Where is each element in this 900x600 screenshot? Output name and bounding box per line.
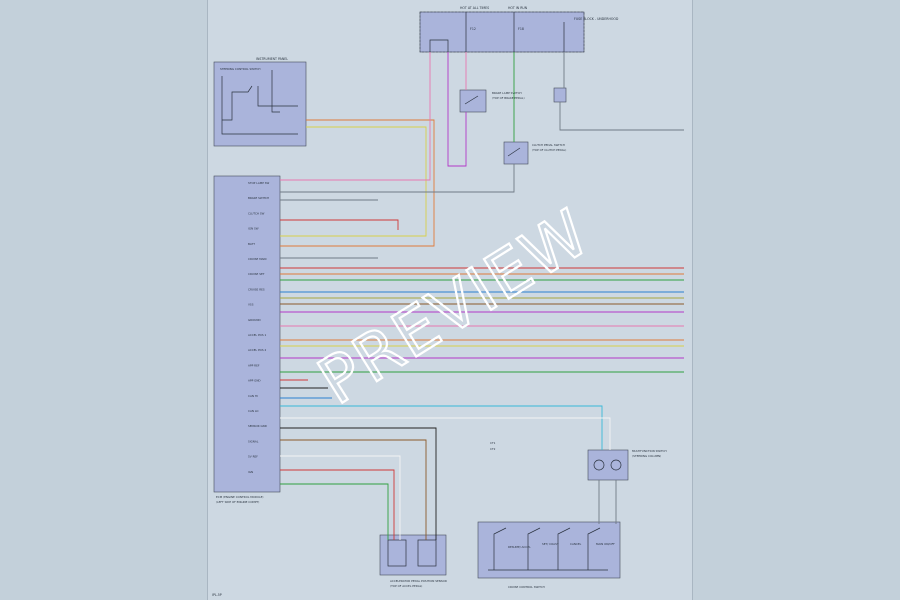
- ecm-pin-label: ACCEL POS 2: [248, 348, 267, 352]
- multifunction-title: MULTIFUNCTION SWITCH: [632, 449, 667, 453]
- wire-white: [280, 417, 611, 450]
- wire-cyan: [280, 405, 603, 450]
- instrument-panel-box: [213, 61, 307, 147]
- sheet-code: IPL-5P: [212, 593, 222, 597]
- cruise-label-main: MAIN ON/OFF: [596, 542, 615, 546]
- cruise-switch-contacts: [488, 527, 608, 571]
- cruise-label-set: SET/ COAST: [542, 542, 559, 546]
- ecm-title: ECM (ENGINE CONTROL MODULE): [216, 495, 264, 499]
- wire-gray: [559, 102, 684, 131]
- cruise-label-resume: RESUME/ ACCEL: [508, 545, 531, 549]
- clutch-switch-note: (TOP OF CLUTCH PEDAL): [532, 148, 566, 152]
- cruise-switch-box: [477, 521, 621, 579]
- brake-lamp-switch-contact: [464, 95, 479, 105]
- fuse-block-border: [419, 11, 585, 53]
- wire-black: [280, 427, 437, 540]
- fuse-label-2: F18: [518, 27, 524, 31]
- fuse-block-title: FUSE BLOCK - UNDERHOOD: [574, 17, 619, 21]
- ecm-pin-label: ACCEL POS 1: [248, 333, 267, 337]
- instrument-panel-internal: [221, 70, 298, 135]
- ecm-pin-label: IGN: [248, 470, 253, 474]
- instrument-panel-title: INSTRUMENT PANEL: [256, 57, 288, 61]
- ecm-pin-label: SENSOR GND: [248, 424, 267, 428]
- ecm-pin-label: CAN LO: [248, 409, 259, 413]
- accel-sensor-note: (TOP OF ACCEL PEDAL): [390, 584, 422, 588]
- wire-pink: [280, 52, 431, 181]
- accel-sensor-title: ACCELERATOR PEDAL POSITION SENSOR: [390, 579, 447, 583]
- clutch-switch-title: CLUTCH PEDAL SWITCH: [532, 143, 565, 147]
- ecm-pin-label: BRAKE SWITCH: [248, 196, 269, 200]
- wire-red: [280, 469, 395, 540]
- cruise-switch-title: CRUISE CONTROL SWITCH: [508, 585, 545, 589]
- fuse-block-internal-1: [429, 39, 449, 52]
- ecm-pin-label: CAN HI: [248, 394, 258, 398]
- accel-sensor-element-1: [387, 539, 407, 567]
- brake-switch-title: BRAKE LAMP SWITCH: [492, 91, 522, 95]
- wire-yellow: [280, 126, 427, 237]
- diagram-sheet: HOT AT ALL TIMES HOT IN RUN FUSE BLOCK -…: [207, 0, 693, 600]
- wire-white: [280, 455, 401, 540]
- watermark-text: PREVIEW: [306, 196, 603, 420]
- fuse-block-box: [419, 11, 585, 53]
- multifunction-note: (STEERING COLUMN): [632, 454, 661, 458]
- multifunction-terminal-1: [593, 459, 605, 471]
- wire-red: [280, 219, 399, 230]
- multifunction-terminal-2: [610, 459, 622, 471]
- wire-orange: [280, 119, 435, 247]
- ecm-pin-label: SIGNAL: [248, 439, 259, 443]
- legend-item-2: CT2: [490, 447, 496, 451]
- cruise-label-cancel: CANCEL: [570, 542, 582, 546]
- ecm-pin-label: VSS: [248, 303, 254, 307]
- wire-purple: [447, 52, 467, 167]
- legend-item-1: CT1: [490, 441, 496, 445]
- wire-brown: [280, 439, 427, 540]
- accel-sensor-element-2: [417, 539, 437, 567]
- fuse-label-1: F12: [470, 27, 476, 31]
- wire-gray: [280, 164, 515, 193]
- clutch-switch-contact: [507, 147, 521, 157]
- steering-control-label: STEERING CONTROL SWITCH: [220, 67, 260, 71]
- ecm-pin-label: APP REF: [248, 363, 260, 367]
- ecm-pin-label: GROUND: [248, 318, 261, 322]
- ecm-pin-label: CRUISE SET: [248, 272, 265, 276]
- ecm-pin-labels: STOP LAMP SW BRAKE SWITCH CLUTCH SW IGN SW B…: [248, 181, 270, 474]
- ecm-pin-label: APP GND: [248, 379, 261, 383]
- brake-lamp-switch-box: [459, 89, 487, 113]
- fuse-block-label-2: HOT IN RUN: [508, 6, 528, 10]
- ecm-note: (LEFT SIDE OF ENGINE COMPT): [216, 500, 259, 504]
- ecm-pin-label: BATT: [248, 242, 255, 246]
- clutch-switch-box: [503, 141, 529, 165]
- ecm-pin-label: 5V REF: [248, 455, 258, 459]
- ecm-pin-label: STOP LAMP SW: [248, 181, 270, 185]
- wire-green: [280, 483, 389, 540]
- ecm-pin-label: CRUISE MAIN: [248, 257, 266, 261]
- wiring-diagram: HOT AT ALL TIMES HOT IN RUN FUSE BLOCK -…: [212, 6, 684, 597]
- ecm-box: [213, 175, 281, 493]
- fuse-block-label-1: HOT AT ALL TIMES: [460, 6, 489, 10]
- ecm-pin-label: IGN SW: [248, 227, 259, 231]
- accel-sensor-box: [379, 534, 447, 576]
- brake-switch-note: (TOP OF BRAKE PEDAL): [492, 96, 525, 100]
- wire-layer: [280, 52, 684, 540]
- ecm-pin-label: CLUTCH SW: [248, 211, 265, 215]
- ecm-pin-label: CRUISE RES: [248, 287, 265, 291]
